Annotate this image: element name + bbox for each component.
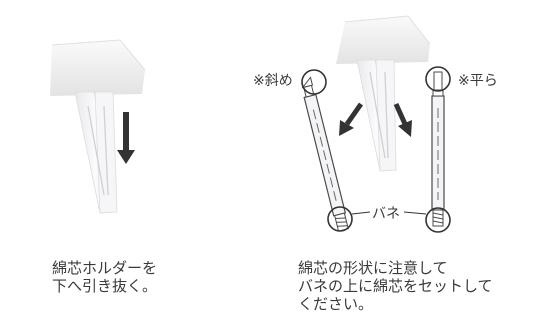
- label-flat: ※平ら: [458, 73, 498, 89]
- magnifier-circle-icon: [425, 66, 451, 92]
- caption-line: 下へ引き抜く。: [52, 277, 158, 295]
- caption-pull-holder: 綿芯ホルダーを 下へ引き抜く。: [52, 259, 157, 295]
- magnifier-circle-icon: [425, 207, 451, 233]
- caption-line: ください。: [298, 295, 374, 313]
- diagonal-arrow-icon: [339, 102, 364, 136]
- magnifier-circle-icon: [327, 206, 353, 232]
- diagonal-arrow-icon: [393, 102, 412, 137]
- label-diagonal: ※斜め: [253, 73, 293, 89]
- caption-line: バネの上に綿芯をセットして: [298, 277, 493, 295]
- magnifier-circle-icon: [301, 69, 327, 95]
- cotton-holder-right: [336, 15, 431, 172]
- cotton-holder-left: [50, 39, 146, 214]
- label-spring: バネ: [372, 206, 400, 222]
- cotton-wick-flat: [431, 71, 445, 227]
- caption-line: 綿芯の形状に注意して: [298, 259, 448, 277]
- caption-line: 綿芯ホルダーを: [52, 259, 158, 277]
- cotton-wick-diagonal: [301, 76, 349, 232]
- spring-leader-line: [351, 211, 371, 215]
- down-arrow-icon: [117, 112, 135, 164]
- spring-leader-line: [403, 211, 427, 215]
- caption-set-wick: 綿芯の形状に注意して バネの上に綿芯をセットして ください。: [298, 259, 493, 313]
